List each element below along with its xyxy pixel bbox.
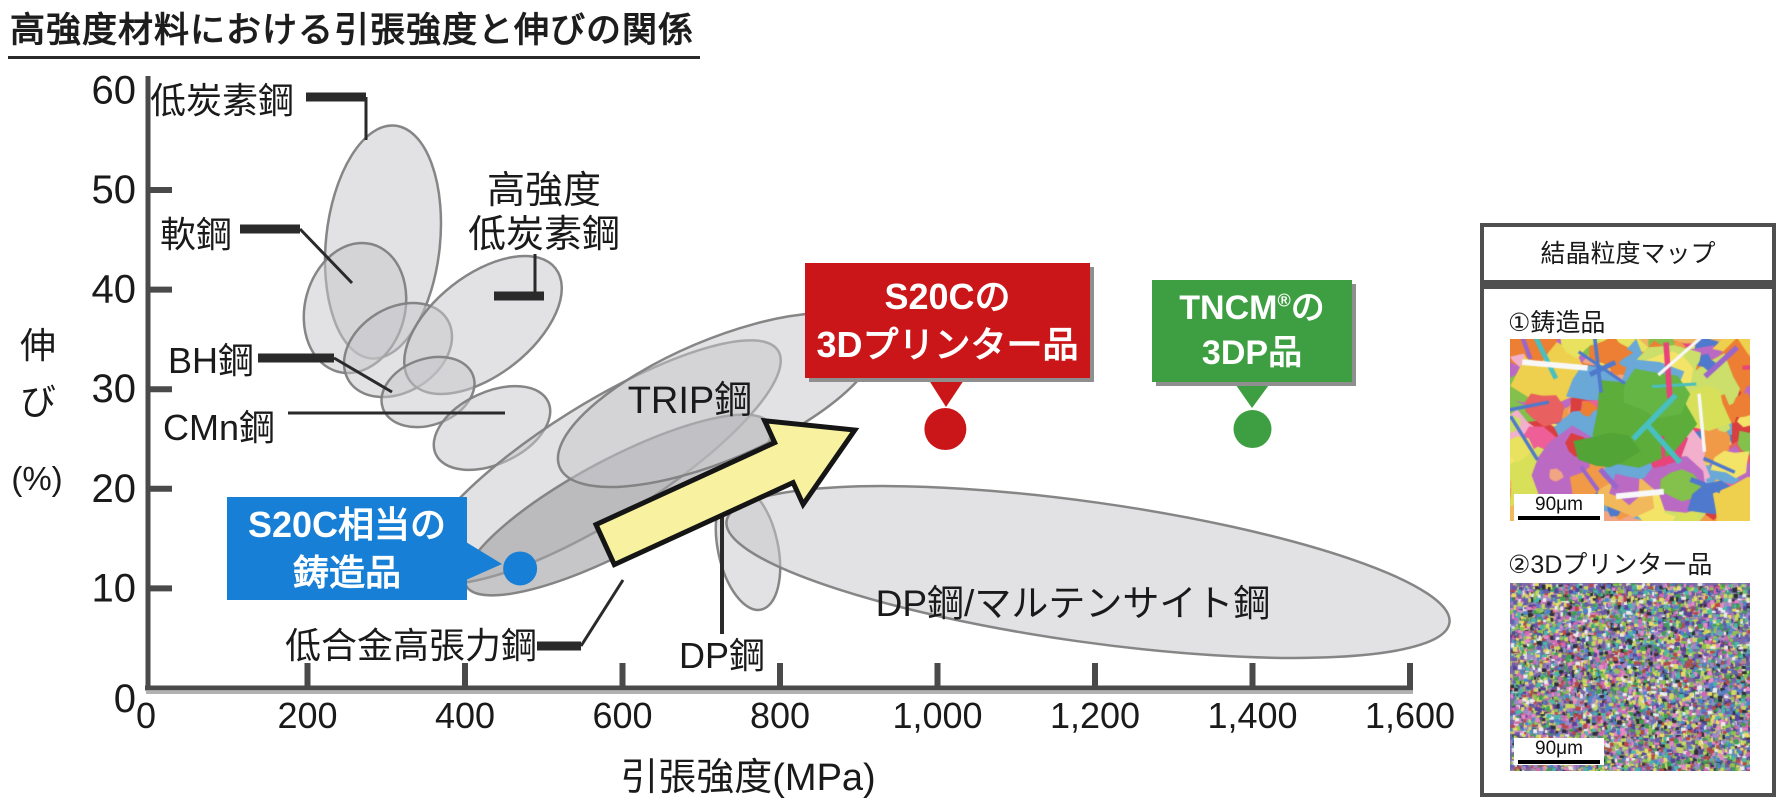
x-axis-title: 引張強度(MPa) (620, 757, 875, 799)
figure-title: 高強度材料における引張強度と伸びの関係 (8, 2, 701, 59)
y-axis-title-char1: 伸 (20, 325, 56, 366)
material-region-ellipse-4 (380, 355, 476, 429)
y-axis-title-char2: び (20, 381, 56, 422)
leader-lines (240, 92, 724, 651)
improvement-trend-arrow (592, 417, 860, 568)
y-tick-label-60: 60 (92, 68, 137, 112)
y-axis-title: 伸 び (%) (11, 325, 62, 497)
x-tick-label-1200: 1,200 (1050, 695, 1140, 736)
callout-tncm-3dp-line1: TNCM®の (1179, 286, 1324, 331)
label-trip-steel: TRIP鋼 (628, 380, 753, 422)
y-tick-label-10: 10 (92, 566, 137, 610)
label-bh-steel: BH鋼 (168, 340, 254, 381)
blue-callout-tail (466, 542, 502, 580)
callout-s20c-3dp-line2: 3Dプリンター品 (816, 323, 1079, 365)
label-hs-low-carbon-line1: 高強度 (487, 170, 601, 212)
label-low-alloy-steel: 低合金高張力鋼 (285, 625, 537, 666)
y-tick-label-0: 0 (114, 677, 136, 721)
x-tick-label-0: 0 (136, 695, 156, 736)
cast-scalebar-line (1518, 516, 1600, 520)
callout-cast-s20c-line1: S20C相当の (247, 503, 447, 545)
y-tick-label-50: 50 (92, 168, 137, 212)
y-axis-title-unit: (%) (11, 460, 62, 497)
material-region-ellipse-10 (725, 484, 1451, 660)
callout-tncm-3dp: TNCM®の 3DP品 (1152, 280, 1352, 382)
x-tick-label-400: 400 (435, 695, 495, 736)
cast-grain-map-image (1510, 339, 1750, 521)
label-dp-steel: DP鋼 (679, 635, 765, 676)
grain-map-panel-title: 結晶粒度マップ (1540, 240, 1716, 268)
leader-bh-steel-thin (333, 356, 393, 394)
callout-cast-s20c: S20C相当の 鋳造品 (227, 497, 467, 600)
data-point-s20c-3dp (924, 408, 967, 451)
callout-tncm-3dp-line2: 3DP品 (1201, 334, 1303, 372)
callout-s20c-3dp: S20Cの 3Dプリンター品 (805, 263, 1090, 378)
x-tick-label-600: 600 (592, 695, 652, 736)
x-tick-label-800: 800 (750, 695, 810, 736)
grain-map-panel: 結晶粒度マップ ①鋳造品 90μm ②3Dプリンター品 90μm (1480, 223, 1776, 797)
cast-scalebar: 90μm (1514, 494, 1604, 521)
y-tick-label-30: 30 (92, 367, 137, 411)
data-points-layer (503, 408, 1272, 586)
printed-scalebar-line (1518, 760, 1600, 764)
x-tick-label-1600: 1,600 (1365, 695, 1455, 736)
leader-mild-steel-thin (298, 227, 354, 285)
axes (145, 76, 1413, 694)
data-point-cast-s20c (503, 551, 538, 586)
tncm-suffix: の (1290, 289, 1325, 328)
callout-tails (466, 374, 1274, 580)
callout-s20c-3dp-line1: S20Cの (884, 275, 1011, 317)
label-dp-martensite-steel: DP鋼/マルテンサイト鋼 (876, 583, 1271, 624)
x-tick-label-200: 200 (277, 695, 337, 736)
green-callout-tail (1231, 378, 1274, 408)
y-tick-label-20: 20 (92, 467, 137, 511)
registered-mark: ® (1277, 290, 1291, 311)
material-regions-layer (302, 124, 1451, 660)
label-mild-steel: 軟鋼 (160, 214, 232, 255)
cast-scalebar-label: 90μm (1535, 494, 1583, 515)
tncm-brand: TNCM (1179, 289, 1278, 328)
label-low-carbon-steel: 低炭素鋼 (150, 80, 294, 121)
cast-section-label: ①鋳造品 (1508, 309, 1606, 337)
label-cmn-steel: CMn鋼 (163, 407, 275, 448)
trend-arrow-layer (592, 417, 860, 568)
panel-divider (1484, 280, 1772, 289)
leader-low-alloy-thin (579, 579, 625, 647)
printed-section-label: ②3Dプリンター品 (1508, 551, 1713, 579)
callout-cast-s20c-line2: 鋳造品 (292, 551, 401, 593)
region-labels: 低炭素鋼 軟鋼 高強度 低炭素鋼 BH鋼 CMn鋼 TRIP鋼 低合金高張力鋼 … (150, 80, 1270, 676)
x-tick-label-1000: 1,000 (892, 695, 982, 736)
printed-scalebar-label: 90μm (1535, 738, 1583, 759)
x-tick-label-1400: 1,400 (1207, 695, 1297, 736)
label-hs-low-carbon-line2: 低炭素鋼 (468, 214, 620, 256)
data-point-tncm-3dp (1233, 410, 1272, 449)
red-callout-tail (925, 374, 968, 407)
y-tick-label-40: 40 (92, 268, 137, 312)
printed-scalebar: 90μm (1514, 738, 1604, 765)
